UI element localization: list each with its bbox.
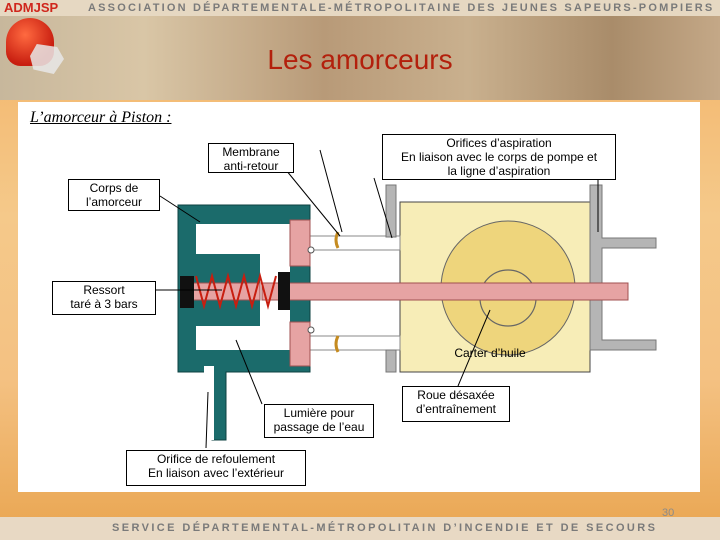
label-membrane: Membrane anti-retour — [208, 143, 294, 173]
piston-rod — [261, 282, 629, 301]
primer-chamber — [196, 224, 290, 350]
footer-bar — [0, 517, 720, 540]
label-ressort: Ressort taré à 3 bars — [52, 281, 156, 315]
header-strip — [0, 0, 720, 16]
section-subtitle: L’amorceur à Piston : — [30, 109, 172, 126]
pipe-vertical-bottom — [385, 349, 397, 373]
pipe-connector-top — [309, 235, 401, 251]
leader-roue — [457, 309, 491, 387]
pipe-connector-bottom — [309, 335, 401, 351]
leader-membrane — [319, 149, 343, 233]
organization-name: ASSOCIATION DÉPARTEMENTALE-MÉTROPOLITAIN… — [88, 2, 715, 14]
outlet-channel — [204, 366, 214, 440]
membrane-bottom — [289, 321, 311, 367]
label-orifices: Orifices d’aspiration En liaison avec le… — [382, 134, 616, 180]
spring — [195, 272, 277, 310]
slide-title: Les amorceurs — [267, 44, 453, 75]
leader-lumiere — [235, 339, 263, 405]
membrane-top — [289, 219, 311, 267]
leader-refoulement — [205, 391, 209, 449]
check-valve-bottom — [334, 335, 340, 353]
label-roue: Roue désaxée d’entraînement — [402, 386, 510, 422]
leader-membrane-2 — [285, 169, 341, 237]
piston-head-left — [180, 276, 194, 308]
valve-ball-bottom — [307, 326, 315, 334]
piston-head-right — [278, 272, 290, 310]
label-lumiere: Lumière pour passage de l’eau — [264, 404, 374, 438]
page-number: 30 — [662, 507, 675, 519]
leader-orifices — [373, 177, 393, 239]
header-banner — [0, 0, 720, 100]
valve-ball-top — [307, 246, 315, 254]
logo-text: ADMJSP — [4, 0, 59, 15]
leader-corps — [159, 195, 201, 223]
suction-pipe-right — [589, 184, 657, 351]
label-carter: Carter d’huile — [454, 346, 526, 360]
label-orifice-refoulement: Orifice de refoulement En liaison avec l… — [126, 450, 306, 486]
footer-text: SERVICE DÉPARTEMENTAL-MÉTROPOLITAIN D’IN… — [112, 522, 658, 534]
pipe-vertical-top — [385, 184, 397, 238]
label-corps: Corps de l’amorceur — [68, 179, 160, 211]
